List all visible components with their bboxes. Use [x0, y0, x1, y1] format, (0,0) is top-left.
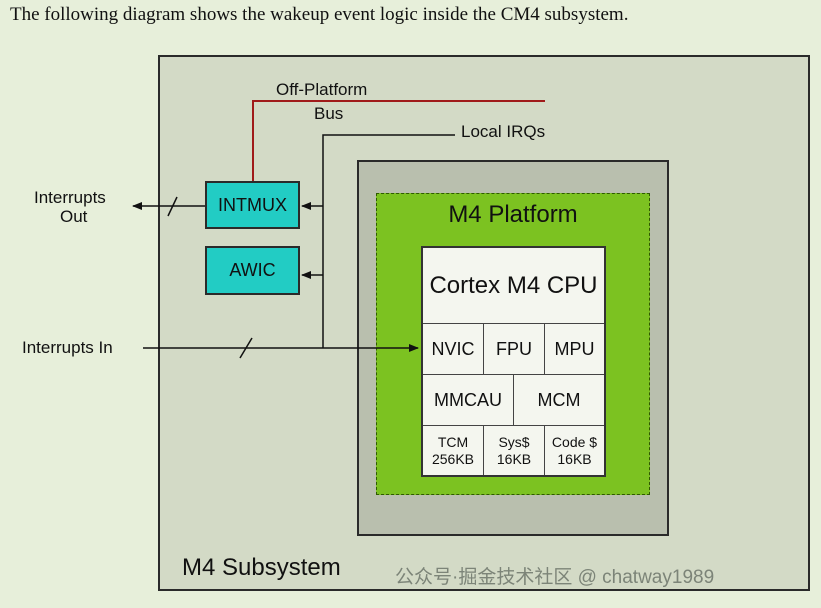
mpu-block: MPU — [545, 324, 604, 375]
local-irqs-line — [322, 134, 455, 348]
local-irqs-label: Local IRQs — [461, 122, 546, 141]
code-cache-block: Code $ 16KB — [545, 426, 604, 475]
sys-cache-block: Sys$ 16KB — [484, 426, 545, 475]
code-cache-size: 16KB — [557, 450, 592, 467]
bus-label: Bus — [314, 104, 344, 123]
interrupts-in-slash — [239, 337, 253, 359]
tcm-block: TCM 256KB — [423, 426, 484, 475]
intmux-block: INTMUX — [205, 181, 300, 229]
tcm-name: TCM — [437, 434, 469, 451]
nvic-block: NVIC — [423, 324, 484, 375]
mcm-block: MCM — [514, 375, 604, 426]
sys-cache-size: 16KB — [496, 450, 532, 467]
off-platform-bus-line — [252, 100, 545, 181]
cortex-m4-cpu: Cortex M4 CPU — [423, 248, 604, 324]
interrupts-out-label: Interrupts — [34, 188, 106, 207]
cpu-block: Cortex M4 CPU NVIC FPU MPU MMCAU MCM TCM… — [421, 246, 606, 477]
interrupts-out-label-2: Out — [60, 207, 88, 226]
m4-platform-label: M4 Platform — [448, 201, 578, 228]
interrupts-in-label: Interrupts In — [22, 338, 113, 357]
awic-block: AWIC — [205, 246, 300, 295]
interrupts-out-slash — [167, 196, 178, 217]
watermark-text: 公众号·掘金技术社区 @ chatway1989 — [395, 567, 715, 588]
figure-caption: The following diagram shows the wakeup e… — [10, 4, 629, 25]
sys-cache-name: Sys$ — [498, 434, 530, 451]
mmcau-block: MMCAU — [423, 375, 514, 426]
off-platform-label: Off-Platform — [276, 80, 368, 99]
tcm-size: 256KB — [431, 450, 475, 467]
m4-subsystem-label: M4 Subsystem — [182, 554, 341, 581]
code-cache-name: Code $ — [551, 434, 598, 451]
fpu-block: FPU — [484, 324, 545, 375]
